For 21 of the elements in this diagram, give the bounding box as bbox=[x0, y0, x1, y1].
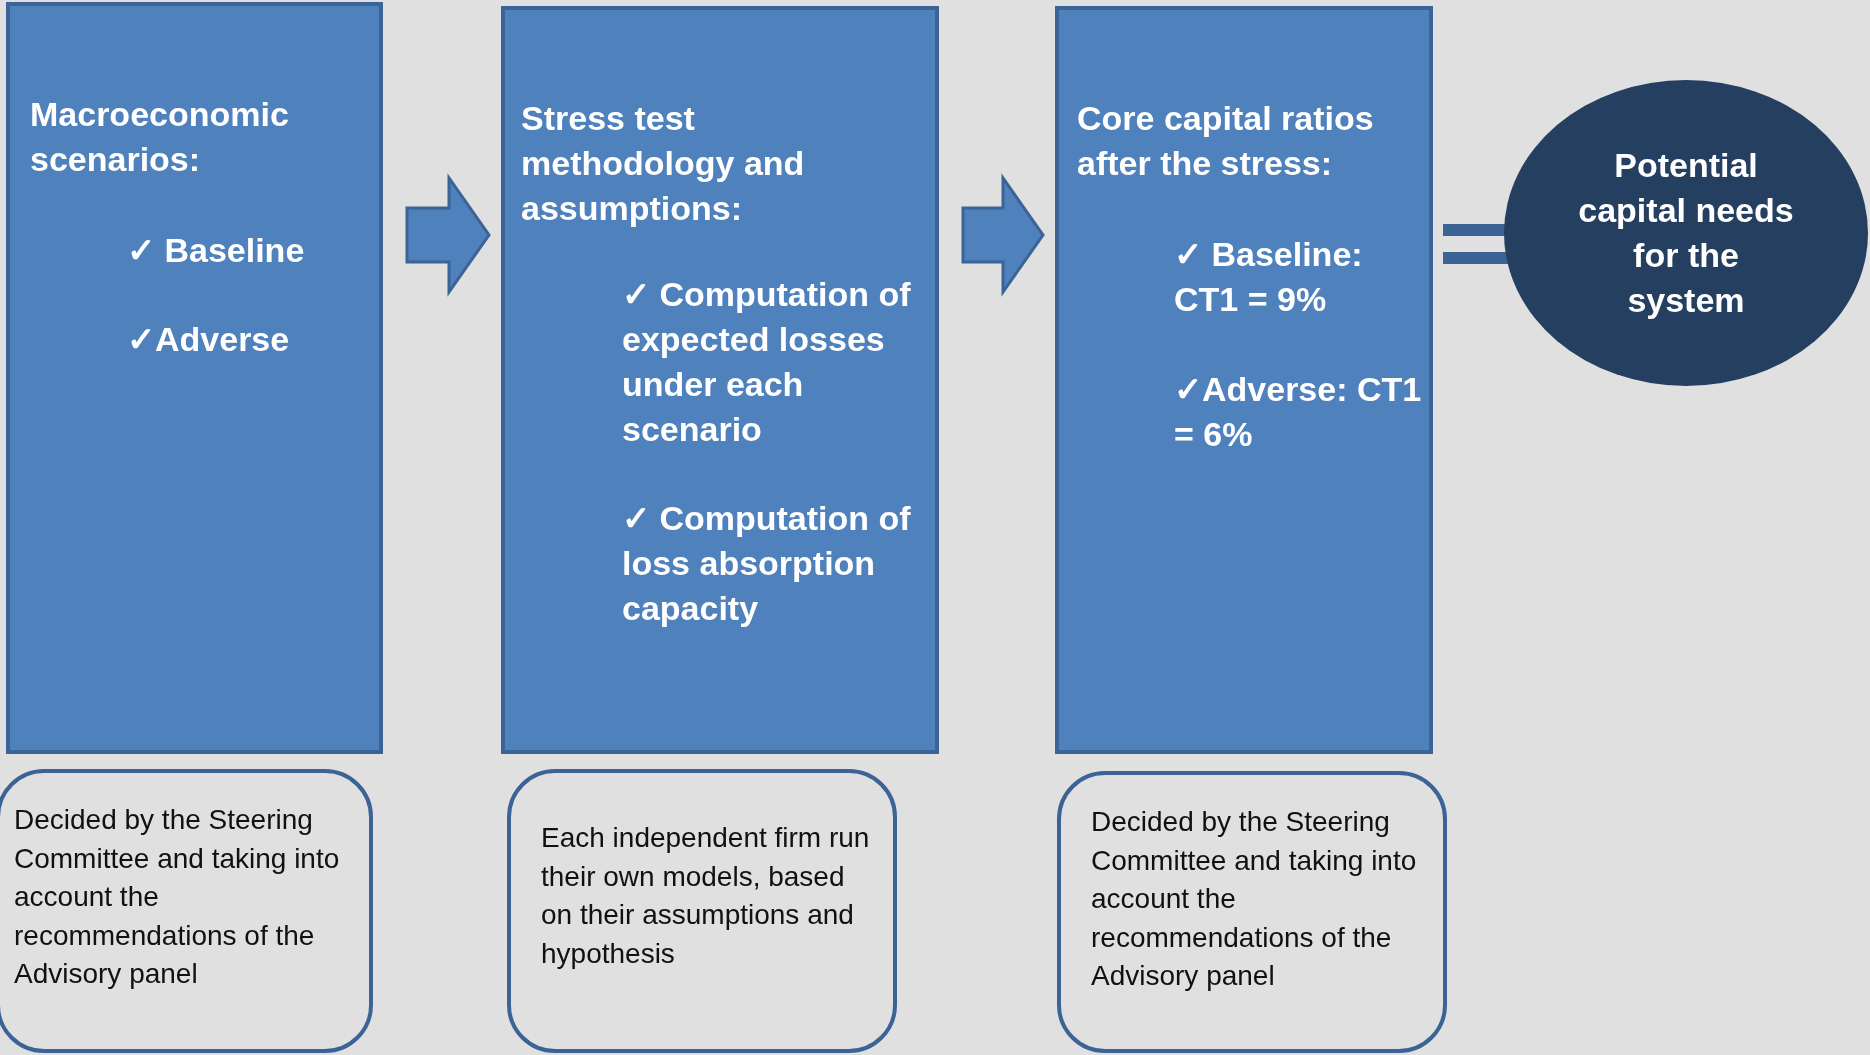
bullet-text: ✓Adverse: CT1 = 6% bbox=[1174, 369, 1423, 455]
scenario-panel bbox=[6, 2, 383, 754]
bullet-text: ✓Adverse bbox=[127, 319, 291, 360]
panel-heading: Potential capital needs for the system bbox=[1577, 145, 1795, 321]
note-text: Decided by the Steering Committee and taking into account the recommendations of the Advisory panel bbox=[14, 803, 341, 991]
bullet-text: ✓ Computation of loss absorption capacity bbox=[622, 498, 912, 629]
note-box bbox=[1057, 771, 1447, 1053]
panel-heading: Core capital ratios after the stress: bbox=[1077, 98, 1375, 184]
bullet-text: ✓ Computation of expected losses under each scenario bbox=[622, 274, 912, 450]
panel-heading: Macroeconomic scenarios: bbox=[30, 94, 290, 180]
note-text: Each independent firm run their own models, based on their assumptions and hypothesis bbox=[541, 821, 871, 971]
note-box bbox=[0, 769, 373, 1053]
note-text: Decided by the Steering Committee and taking into account the recommendations of the Advisory panel bbox=[1091, 805, 1418, 993]
bullet-text: ✓ Baseline bbox=[127, 230, 306, 271]
methodology-panel bbox=[501, 6, 939, 754]
note-box bbox=[507, 769, 897, 1053]
bullet-text: ✓ Baseline: CT1 = 9% bbox=[1174, 234, 1364, 320]
block-arrow bbox=[961, 173, 1045, 297]
block-arrow bbox=[405, 173, 491, 297]
capital-ratio-panel bbox=[1055, 6, 1433, 754]
panel-heading: Stress test methodology and assumptions: bbox=[521, 98, 806, 229]
